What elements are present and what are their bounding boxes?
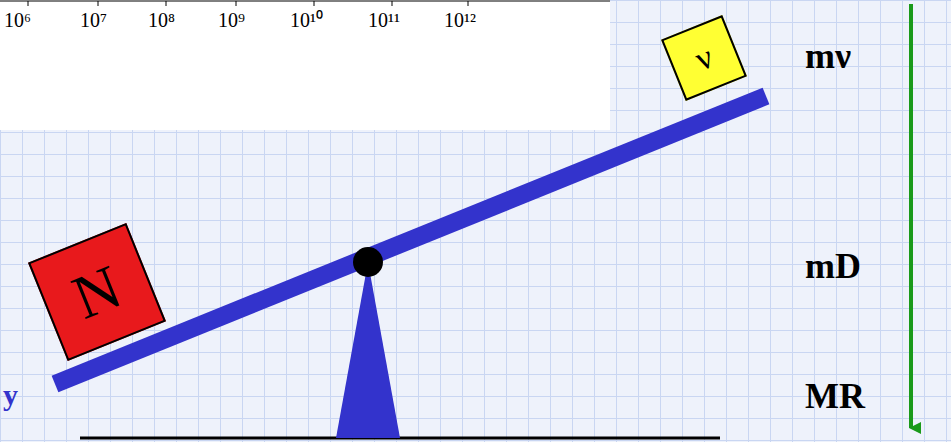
axis-title-fragment: y [3,380,18,410]
mass-scale-label: mD [805,248,861,284]
node-label: ν [691,39,718,76]
mass-scale-label: MR [805,378,865,414]
axis-tick-label: 10¹² [444,10,476,30]
axis-tick-label: 10¹⁰ [290,10,323,30]
pivot [353,247,383,277]
scale-arrow [909,4,913,428]
axis-tick-label: 10⁷ [80,10,107,30]
mass-scale-label: mν [805,38,851,74]
axis-tick-label: 10¹¹ [368,10,400,30]
heavy-neutrino-box: N [28,223,166,361]
axis-tick-label: 10⁶ [4,10,31,30]
axis-ticks [0,1,610,6]
node-label: N [65,255,130,329]
seesaw-plank [55,96,766,384]
axis-tick-label: 10⁹ [218,10,245,30]
axis-tick-label: 10⁸ [148,10,175,30]
axis-panel [0,0,610,130]
light-neutrino-box: ν [661,15,747,101]
fulcrum [336,262,400,438]
